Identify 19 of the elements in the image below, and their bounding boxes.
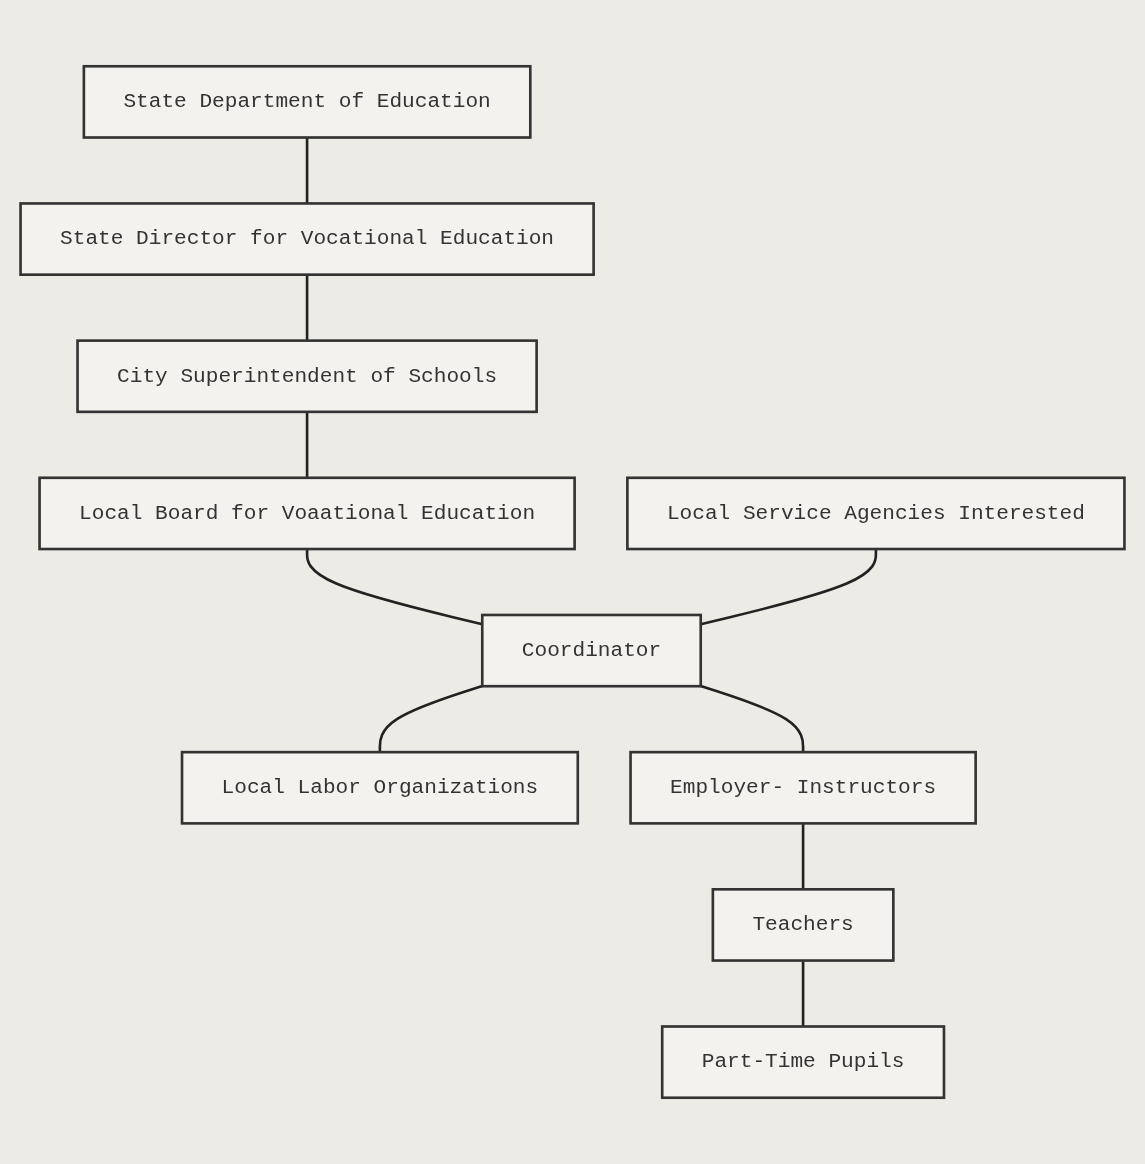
node-box: Part-Time Pupils bbox=[660, 1025, 946, 1100]
connector bbox=[305, 274, 309, 341]
node-box: Local Board for Voaational Education bbox=[38, 476, 576, 551]
node-box: Local Service Agencies Interested bbox=[626, 476, 1126, 551]
connector bbox=[305, 411, 309, 478]
connector bbox=[305, 137, 309, 204]
connector bbox=[801, 960, 805, 1027]
connector bbox=[378, 684, 483, 753]
node-box: State Department of Education bbox=[82, 64, 532, 139]
node-box: Teachers bbox=[711, 888, 895, 962]
connector bbox=[305, 549, 483, 626]
node-box: City Superintendent of Schools bbox=[76, 339, 538, 414]
connector bbox=[801, 823, 805, 890]
connector bbox=[700, 549, 878, 626]
node-box: State Director for Vocational Education bbox=[19, 202, 595, 276]
node-box: Local Labor Organizations bbox=[180, 750, 580, 825]
node-box: Employer- Instructors bbox=[629, 750, 977, 825]
connector bbox=[700, 684, 805, 753]
node-box: Coordinator bbox=[480, 613, 703, 688]
